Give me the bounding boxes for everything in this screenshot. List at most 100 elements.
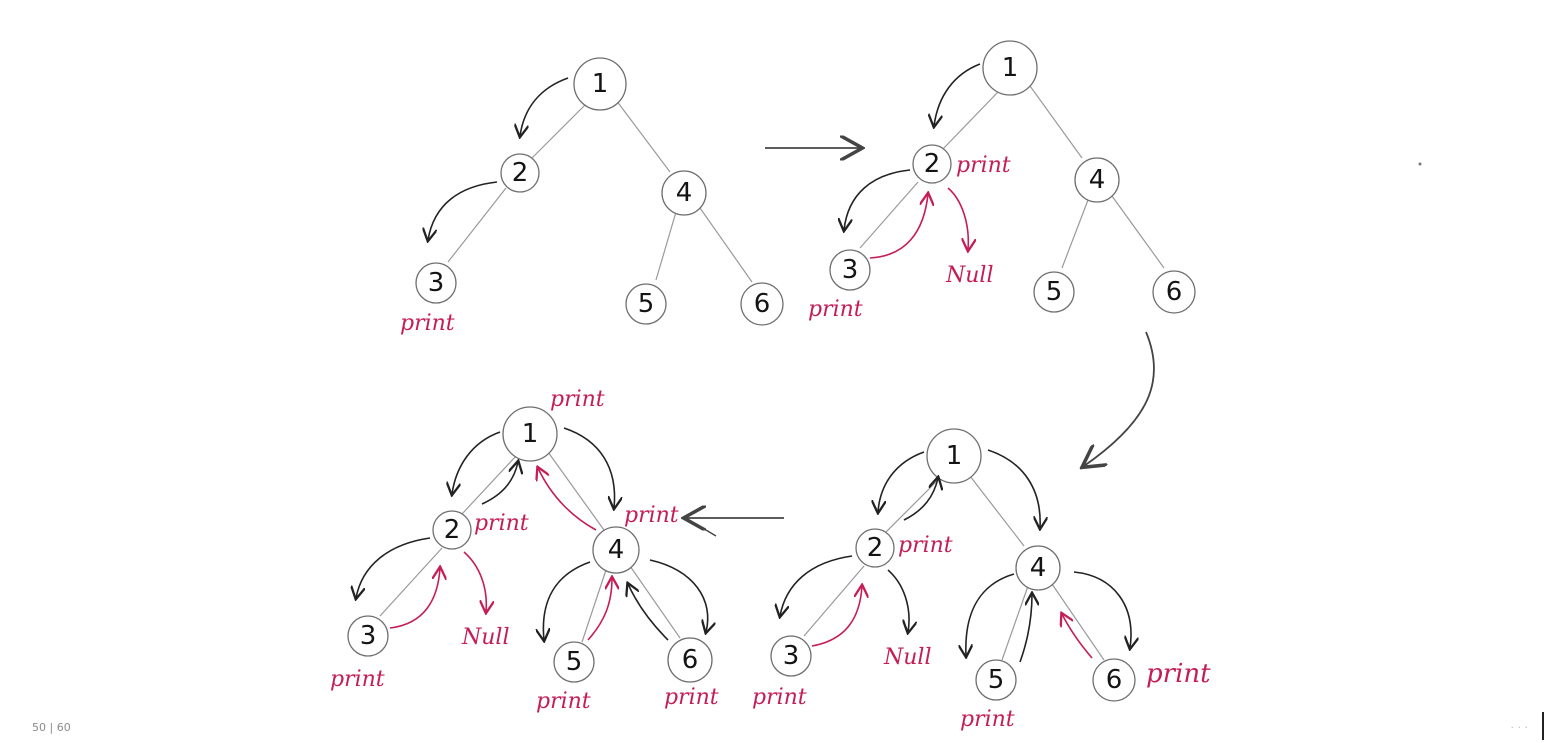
traverse-arrow xyxy=(1019,594,1032,663)
tree-node: 2 xyxy=(500,153,540,193)
return-arrow xyxy=(1062,614,1093,659)
tree-node: 5 xyxy=(975,659,1017,701)
svg-text:2: 2 xyxy=(924,149,941,179)
svg-text:6: 6 xyxy=(754,289,771,319)
panel-3-edges xyxy=(803,475,1105,661)
tree-node: 5 xyxy=(625,283,667,325)
tree-node: 3 xyxy=(770,635,812,677)
scroll-edge xyxy=(1542,712,1544,740)
tree-node: 3 xyxy=(415,262,457,304)
panel-3: 1 2 4 3 5 6 print Null print print print xyxy=(752,428,1211,732)
step-arrow-tail xyxy=(685,517,717,537)
svg-text:3: 3 xyxy=(783,641,800,671)
print-label: print xyxy=(330,667,385,692)
svg-text:1: 1 xyxy=(946,441,963,471)
tree-node: 6 xyxy=(1092,658,1136,702)
stray-dot xyxy=(1418,162,1422,166)
tree-node: 6 xyxy=(667,637,713,683)
traverse-arrow xyxy=(903,478,938,521)
traverse-arrow xyxy=(520,77,569,136)
tree-node: 3 xyxy=(829,249,871,291)
svg-text:6: 6 xyxy=(682,645,699,675)
traverse-arrow xyxy=(869,194,928,259)
print-label: print xyxy=(960,707,1015,732)
svg-text:6: 6 xyxy=(1106,665,1123,695)
step-arrow-down xyxy=(1084,331,1155,466)
tree-node: 1 xyxy=(502,406,558,462)
footer-controls[interactable]: · · · xyxy=(1510,721,1528,734)
traverse-arrow xyxy=(1073,571,1131,648)
tree-node: 4 xyxy=(592,526,640,574)
null-arrow xyxy=(947,187,968,250)
print-label: print xyxy=(808,297,863,322)
null-arrow xyxy=(463,551,486,612)
print-label: print xyxy=(536,689,591,714)
svg-text:3: 3 xyxy=(360,621,377,651)
tree-node: 1 xyxy=(926,428,982,484)
print-label: print xyxy=(1146,659,1211,689)
svg-text:5: 5 xyxy=(1046,277,1063,307)
tree-node: 2 xyxy=(432,510,472,550)
traverse-arrow xyxy=(481,462,518,505)
traverse-arrow xyxy=(844,169,911,230)
print-label: print xyxy=(624,503,679,528)
traverse-arrow xyxy=(887,569,909,632)
tree-node: 1 xyxy=(573,57,627,111)
tree-node: 4 xyxy=(661,170,707,216)
traverse-arrow xyxy=(878,451,925,512)
svg-text:3: 3 xyxy=(842,255,859,285)
panel-4: 1 2 4 3 5 6 print print print Null print… xyxy=(330,387,719,714)
traverse-arrow xyxy=(428,181,498,240)
svg-text:6: 6 xyxy=(1166,277,1183,307)
svg-text:2: 2 xyxy=(444,515,461,545)
tree-node: 2 xyxy=(912,144,952,184)
null-label: Null xyxy=(461,625,510,650)
svg-text:2: 2 xyxy=(867,533,884,563)
panel-1-arrows xyxy=(428,77,569,240)
panel-4-arrows xyxy=(356,427,708,641)
traverse-arrow xyxy=(780,555,853,616)
tree-node: 6 xyxy=(740,282,784,326)
svg-text:1: 1 xyxy=(1002,53,1019,83)
print-label: print xyxy=(474,511,529,536)
svg-text:5: 5 xyxy=(638,289,655,319)
null-label: Null xyxy=(945,263,994,288)
tree-node: 5 xyxy=(553,641,595,683)
panel-3-arrows xyxy=(780,449,1131,663)
traverse-arrow xyxy=(356,537,431,598)
traverse-arrow xyxy=(987,449,1040,528)
page-counter: 50 | 60 xyxy=(32,721,71,734)
print-label: print xyxy=(898,533,953,558)
print-label: print xyxy=(956,153,1011,178)
tree-node: 4 xyxy=(1015,545,1061,591)
traverse-arrow xyxy=(934,63,981,126)
null-label: Null xyxy=(883,645,932,670)
return-arrow xyxy=(538,468,597,531)
svg-text:3: 3 xyxy=(428,268,445,298)
svg-text:4: 4 xyxy=(1089,165,1106,195)
tree-node: 2 xyxy=(855,528,895,568)
traverse-arrow xyxy=(389,568,440,629)
tree-node: 3 xyxy=(347,615,389,657)
svg-text:4: 4 xyxy=(676,178,693,208)
traverse-arrow xyxy=(649,559,708,632)
traverse-arrow xyxy=(811,586,862,647)
svg-text:5: 5 xyxy=(988,665,1005,695)
panel-2-arrows xyxy=(844,63,981,259)
svg-text:5: 5 xyxy=(566,647,583,677)
tree-node: 4 xyxy=(1074,157,1120,203)
traverse-arrow xyxy=(966,573,1015,656)
svg-text:1: 1 xyxy=(592,69,609,99)
traverse-arrow xyxy=(628,584,669,641)
print-label: print xyxy=(400,311,455,336)
svg-text:4: 4 xyxy=(608,535,625,565)
panel-1: 1 2 4 3 5 6 print xyxy=(400,57,784,336)
traverse-arrow xyxy=(452,431,501,494)
tree-node: 5 xyxy=(1033,271,1075,313)
print-label: print xyxy=(752,685,807,710)
svg-text:2: 2 xyxy=(512,158,529,188)
traverse-arrow xyxy=(563,427,615,508)
print-label: print xyxy=(664,685,719,710)
tree-node: 1 xyxy=(982,40,1038,96)
